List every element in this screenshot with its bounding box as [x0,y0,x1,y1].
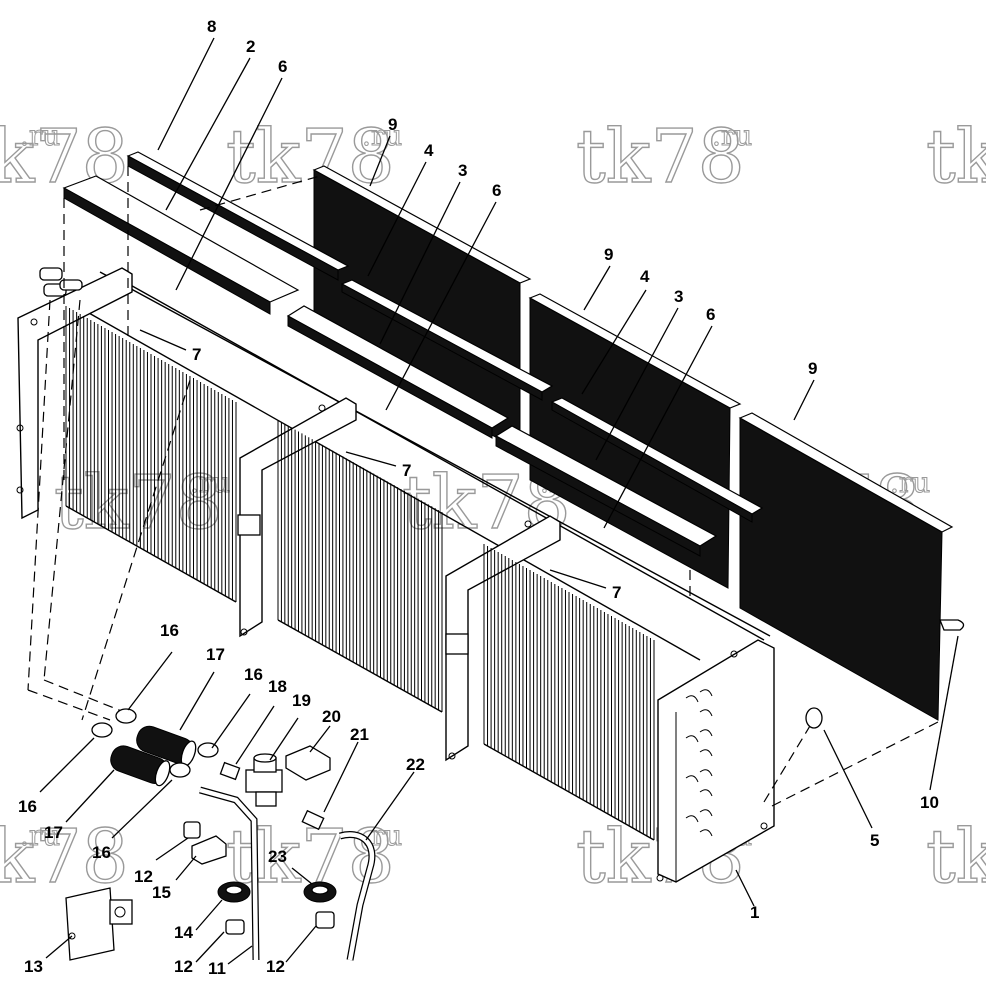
callout-8: 8 [207,17,216,36]
callout-17: 17 [44,823,63,842]
callout-23: 23 [268,847,287,866]
callout-5: 5 [870,831,879,850]
svg-text:.ru: .ru [190,466,230,499]
svg-text:tk78: tk78 [226,114,395,200]
callout-20: 20 [322,707,341,726]
coil-bottom-edge [483,743,655,841]
callout-21: 21 [350,725,369,744]
callout-7: 7 [612,583,621,602]
callout-19: 19 [292,691,311,710]
callout-22: 22 [406,755,425,774]
seal-strips [62,151,764,557]
svg-text:tk78: tk78 [0,814,129,900]
watermark-8: tk78.ru [0,813,129,900]
callout-6: 6 [492,181,501,200]
clip-12b [225,919,245,935]
callout-18: 18 [268,677,287,696]
callout-9: 9 [604,245,613,264]
callout-16: 16 [160,621,179,640]
watermark-4: tk78 [925,113,986,200]
tube-ends [685,689,713,837]
callout-9: 9 [808,359,817,378]
assembly-lines [27,166,939,807]
bracket-20 [285,745,331,781]
right-end-plate [657,639,775,883]
evaporator-coil [16,267,775,883]
callout-2: 2 [246,37,255,56]
clamp-16a [115,708,137,724]
callout-7: 7 [192,345,201,364]
callout-3: 3 [458,161,467,180]
watermark-11: tk78 [925,813,986,900]
clip-12c [315,911,335,929]
clamp-16c [197,742,219,758]
callout-13: 13 [24,957,43,976]
svg-text:.ru: .ru [20,819,60,852]
callout-6: 6 [706,305,715,324]
svg-text:.ru: .ru [362,119,402,152]
callout-12: 12 [174,957,193,976]
left-end-plate [17,267,133,520]
svg-text:tk78: tk78 [926,114,986,200]
callout-6: 6 [278,57,287,76]
callout-16: 16 [18,797,37,816]
callout-1: 1 [750,903,759,922]
leader-lines [39,37,959,965]
tube-11 [199,787,259,961]
piping-components [65,619,965,961]
callout-11: 11 [208,959,226,978]
svg-text:tk78: tk78 [926,814,986,900]
svg-text:.ru: .ru [890,466,930,499]
callout-12: 12 [134,867,153,886]
callout-17: 17 [206,645,225,664]
bracket-13 [65,887,133,961]
svg-text:.ru: .ru [20,119,60,152]
svg-text:.ru: .ru [712,119,752,152]
callout-12: 12 [266,957,285,976]
coil-bottom-edge [277,619,443,713]
callout-9: 9 [388,115,397,134]
callout-14: 14 [174,923,193,942]
callout-7: 7 [402,461,411,480]
callout-16: 16 [244,665,263,684]
watermark-3: tk78.ru [575,113,753,200]
clip-12a [183,821,201,839]
callout-3: 3 [674,287,683,306]
callout-10: 10 [920,793,939,812]
svg-text:tk78: tk78 [576,114,745,200]
fitting-21 [301,809,325,831]
clip-10 [939,619,965,631]
callout-16: 16 [92,843,111,862]
callout-labels: 8 2 6 9 4 3 6 9 4 3 6 9 7 7 7 16 17 16 1… [18,17,939,978]
callout-4: 4 [640,267,650,286]
callout-4: 4 [424,141,434,160]
coil-fins [65,306,655,841]
watermark-5: tk78.ru [53,459,231,546]
clamp-16d [169,762,191,778]
fitting-18 [219,761,241,781]
grommet-5 [805,707,823,729]
solenoid-valve-19 [245,753,283,807]
callout-15: 15 [152,883,171,902]
bracket-15 [191,835,227,865]
watermark-1: tk78.ru [0,113,129,200]
clamp-16b [91,722,113,738]
watermark-2: tk78.ru [225,113,403,200]
svg-text:tk78: tk78 [54,460,223,546]
coil-bottom-edge [65,505,237,603]
